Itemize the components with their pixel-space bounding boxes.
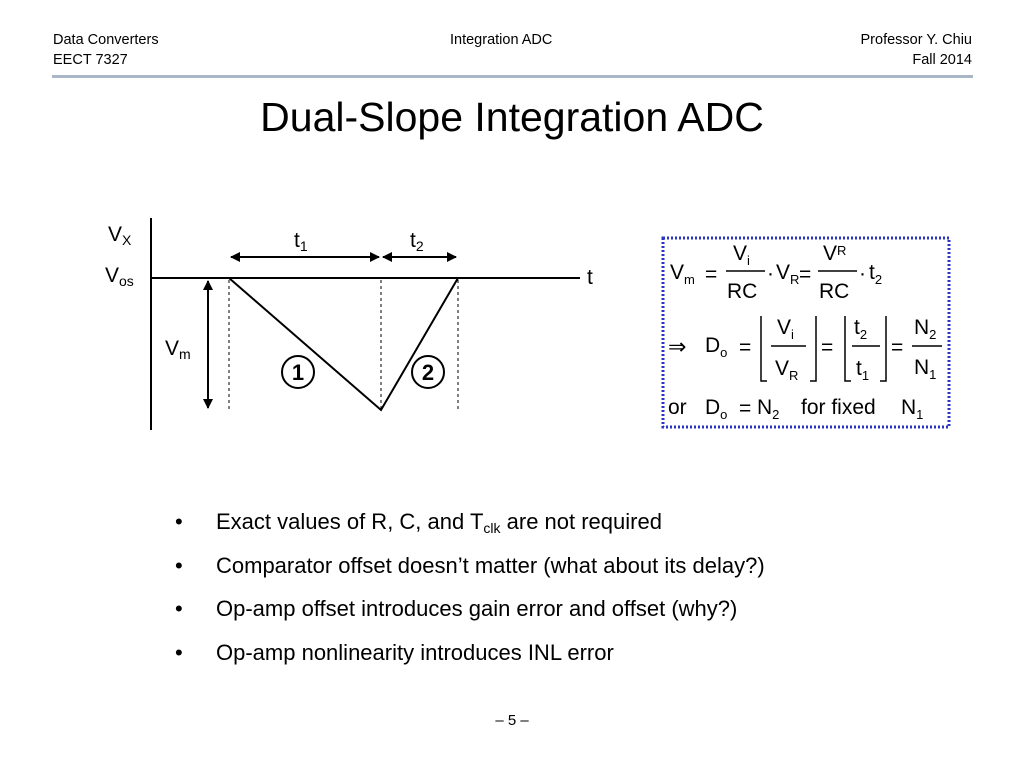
svg-text:Do: Do xyxy=(705,334,727,360)
bullet-text: Op-amp offset introduces gain error and … xyxy=(216,596,738,621)
svg-text:·: · xyxy=(767,262,774,285)
y-axis-label: VX xyxy=(108,223,132,248)
vm-label: Vm xyxy=(165,337,191,362)
slide-title: Dual-Slope Integration ADC xyxy=(260,94,764,140)
phase-2-marker xyxy=(411,355,445,389)
svg-text:t2: t2 xyxy=(869,261,882,287)
vos-label: Vos xyxy=(105,264,134,289)
t1-label: t1 xyxy=(294,229,308,254)
svg-text:VR: VR xyxy=(775,357,798,383)
bullet-marker: • xyxy=(175,509,183,534)
course-code: EECT 7327 xyxy=(53,52,128,68)
svg-text:=: = xyxy=(739,336,751,359)
phase-1-marker xyxy=(281,355,315,389)
bullet-marker: • xyxy=(175,639,183,665)
svg-text:or: or xyxy=(668,396,687,419)
svg-text:=: = xyxy=(799,263,811,286)
header-topic: Integration ADC xyxy=(450,32,553,48)
phase-1-label: 1 xyxy=(292,360,304,385)
svg-text:·: · xyxy=(859,262,866,285)
term: Fall 2014 xyxy=(912,52,972,68)
equation-fixed: or Do = N2 for fixed N1 xyxy=(668,396,923,422)
t2-label: t2 xyxy=(410,229,424,254)
bullet-item: • Op-amp nonlinearity introduces INL err… xyxy=(175,636,765,680)
bullet-item: • Op-amp offset introduces gain error an… xyxy=(175,592,765,636)
instructor-name: Professor Y. Chiu xyxy=(860,32,973,48)
bullet-text: Comparator offset doesn’t matter (what a… xyxy=(216,552,765,578)
svg-text:N1: N1 xyxy=(901,396,923,422)
svg-text:=: = xyxy=(891,336,903,359)
bullet-item: • Exact values of R, C, and Tclk are not… xyxy=(175,505,765,549)
svg-text:=: = xyxy=(821,336,833,359)
phase-2-label: 2 xyxy=(422,360,434,385)
header-left: Data Converters EECT 7327 xyxy=(53,30,159,70)
svg-text:Vm: Vm xyxy=(670,261,695,287)
svg-text:N2: N2 xyxy=(914,316,936,342)
svg-text:Do: Do xyxy=(705,396,727,422)
svg-text:=: = xyxy=(739,397,751,420)
svg-text:VR: VR xyxy=(823,242,846,265)
svg-text:t2: t2 xyxy=(854,316,867,342)
svg-text:⇒: ⇒ xyxy=(668,334,686,359)
equation-box xyxy=(661,236,951,429)
svg-text:Vi: Vi xyxy=(733,242,750,268)
header-right: Professor Y. Chiu Fall 2014 xyxy=(861,30,973,70)
svg-text:N2: N2 xyxy=(757,396,779,422)
bullet-text: Exact values of R, C, and T xyxy=(216,509,484,534)
svg-text:=: = xyxy=(705,263,717,286)
course-name: Data Converters xyxy=(53,32,159,48)
svg-text:RC: RC xyxy=(727,280,757,303)
bullet-marker: • xyxy=(175,552,183,578)
svg-text:N1: N1 xyxy=(914,356,936,382)
svg-text:Vi: Vi xyxy=(777,316,794,342)
svg-text:RC: RC xyxy=(819,280,849,303)
svg-text:t1: t1 xyxy=(856,357,869,383)
page-number: – 5 – xyxy=(495,712,529,729)
header-divider xyxy=(52,75,973,78)
equation-vm: Vm = Vi RC · VR = VR RC · t2 xyxy=(670,242,882,303)
bullet-item: • Comparator offset doesn’t matter (what… xyxy=(175,549,765,593)
integration-waveform xyxy=(228,277,459,412)
svg-text:for fixed: for fixed xyxy=(801,396,876,419)
bullet-subscript: clk xyxy=(483,520,501,536)
bullet-list: • Exact values of R, C, and Tclk are not… xyxy=(175,505,765,679)
bullet-text: Op-amp nonlinearity introduces INL error xyxy=(216,639,614,665)
bullet-marker: • xyxy=(175,596,183,621)
bullet-text-after: are not required xyxy=(500,509,662,534)
x-axis-label: t xyxy=(587,266,593,289)
svg-text:VR: VR xyxy=(776,261,799,287)
equation-do: ⇒ Do = Vi VR = t2 t1 = N2 N1 xyxy=(668,316,942,383)
